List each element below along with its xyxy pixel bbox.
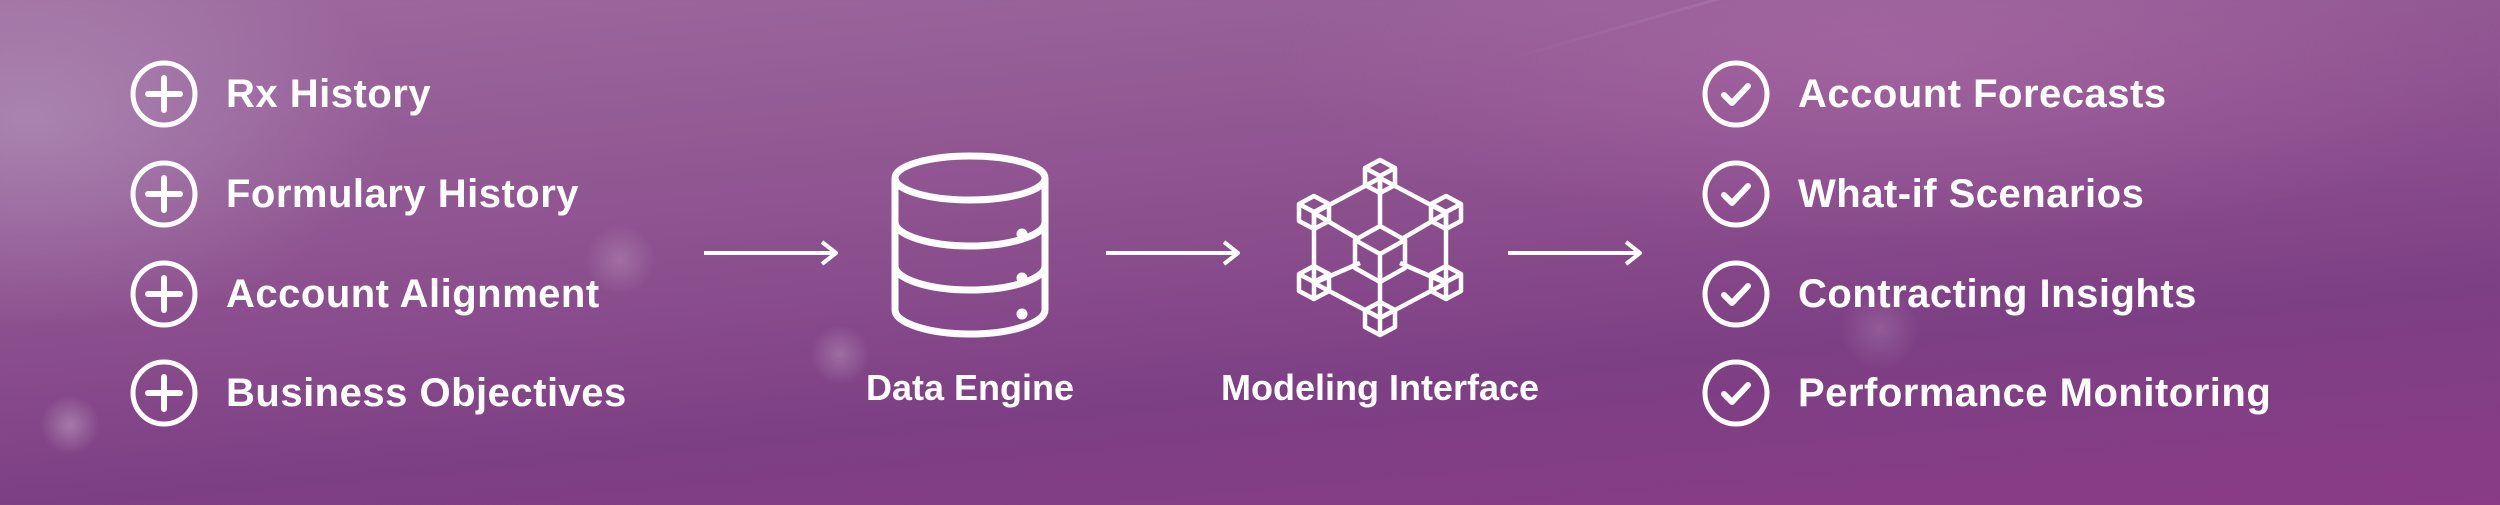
input-label: Account Alignment: [226, 271, 600, 316]
input-item: Business Objectives: [128, 353, 627, 433]
output-item: What-if Scenarios: [1700, 154, 2144, 234]
database-icon: [891, 152, 1049, 338]
data-engine-label: Data Engine: [865, 367, 1075, 408]
plus-circle-icon: [128, 258, 200, 330]
output-item: Account Forecasts: [1700, 54, 2167, 134]
check-circle-icon: [1700, 58, 1772, 130]
bokeh-light: [40, 395, 100, 455]
input-item: Rx History: [128, 54, 431, 134]
output-label: Performance Monitoring: [1798, 370, 2272, 415]
plus-circle-icon: [128, 357, 200, 429]
output-label: Account Forecasts: [1798, 71, 2167, 116]
output-item: Contracting Insights: [1700, 254, 2197, 334]
flow-arrow: [1506, 238, 1646, 268]
input-label: Formulary History: [226, 171, 580, 216]
check-circle-icon: [1700, 357, 1772, 429]
cube-network-icon: [1296, 157, 1464, 338]
plus-circle-icon: [128, 158, 200, 230]
flow-arrow: [702, 238, 842, 268]
input-item: Formulary History: [128, 154, 579, 234]
plus-circle-icon: [128, 58, 200, 130]
output-label: What-if Scenarios: [1798, 171, 2145, 216]
check-circle-icon: [1700, 258, 1772, 330]
flow-arrow: [1104, 238, 1244, 268]
check-circle-icon: [1700, 158, 1772, 230]
modeling-interface-node: Modeling Interface: [1180, 148, 1580, 409]
data-engine-node: Data Engine: [850, 150, 1090, 409]
output-item: Performance Monitoring: [1700, 353, 2271, 433]
input-label: Rx History: [226, 71, 432, 116]
output-label: Contracting Insights: [1798, 271, 2197, 316]
modeling-interface-label: Modeling Interface: [1220, 367, 1540, 408]
input-item: Account Alignment: [128, 254, 600, 334]
input-label: Business Objectives: [226, 370, 627, 415]
